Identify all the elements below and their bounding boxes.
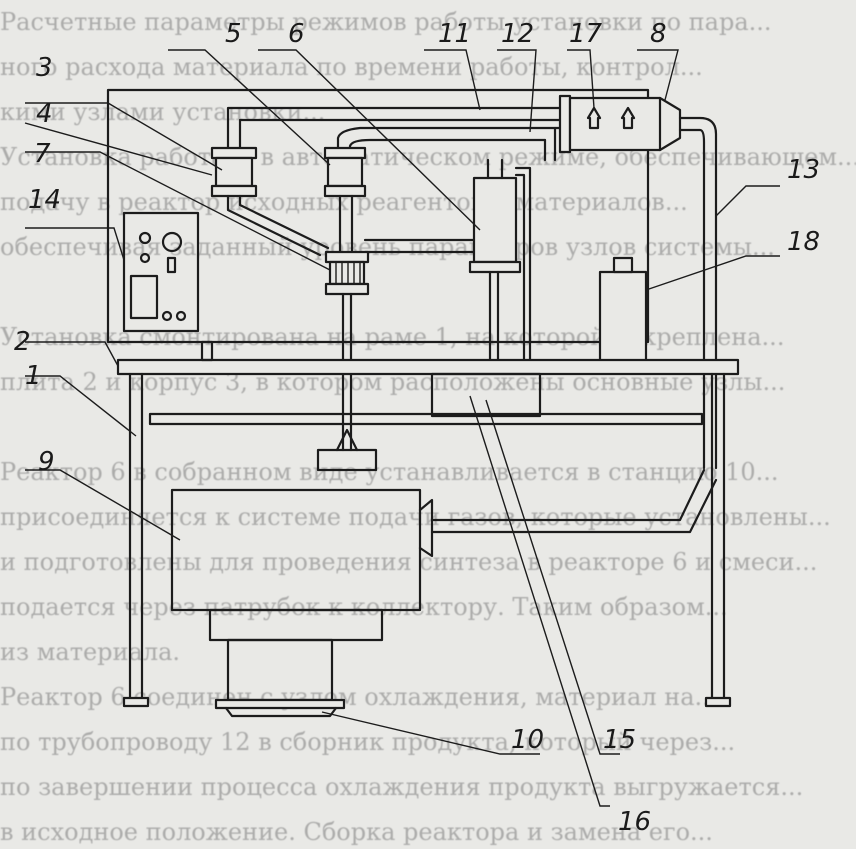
- label-5: 5: [225, 19, 242, 49]
- gas-pipes: [226, 106, 562, 162]
- reactor-6: [468, 158, 532, 362]
- station-9: [170, 428, 718, 642]
- background-text-line: в исходное положение. Сборка реактора и …: [0, 818, 713, 846]
- background-text-line: Установка работает в автоматическом режи…: [0, 143, 856, 171]
- background-text-line: подается через патрубок к коллектору. Та…: [0, 593, 728, 621]
- collector-8: [558, 94, 718, 470]
- unit-10: [214, 638, 346, 718]
- label-15: 15: [603, 725, 636, 755]
- label-6: 6: [288, 19, 305, 49]
- filter-5: [323, 146, 367, 257]
- label-11: 11: [438, 19, 471, 49]
- label-12: 12: [501, 19, 534, 49]
- background-text-line: обеспечивая заданный уровень параметров …: [0, 233, 775, 261]
- label-4: 4: [36, 99, 53, 129]
- label-10: 10: [511, 725, 544, 755]
- unit-18: [598, 256, 648, 364]
- label-18: 18: [787, 227, 820, 257]
- background-text-line: Установка смонтирована на раме 1, на кот…: [0, 323, 785, 351]
- filter-4: [210, 146, 330, 257]
- label-8: 8: [650, 19, 667, 49]
- mixer-7: [324, 250, 370, 452]
- background-text-line: Расчетные параметры режимов работы устан…: [0, 8, 772, 36]
- part-numbers: 2 1 3 4 7 14 5 6 11 12 17 8 13 18 9 10 1…: [14, 19, 820, 837]
- background-text-line: по завершении процесса охлаждения продук…: [0, 773, 804, 801]
- label-2: 2: [14, 327, 31, 357]
- label-17: 17: [569, 19, 603, 49]
- housing-panel: [106, 88, 650, 344]
- plate-2: [116, 358, 740, 376]
- background-text-line: Реактор 6 соединен с узлом охлаждения, м…: [0, 683, 718, 711]
- background-text-line: по трубопроводу 12 в сборник продукта, к…: [0, 728, 736, 756]
- bath-15: [430, 372, 542, 418]
- label-3: 3: [36, 53, 53, 83]
- background-text-line: ного расхода материала по времени работы…: [0, 53, 703, 81]
- label-7: 7: [34, 139, 51, 169]
- leader-lines: [24, 49, 780, 807]
- background-text-line: из материала.: [0, 638, 181, 666]
- label-1: 1: [25, 361, 42, 391]
- label-9: 9: [38, 447, 55, 477]
- background-text-line: и подготовлены для проведения синтеза в …: [0, 548, 818, 576]
- control-box: [122, 211, 200, 333]
- label-13: 13: [787, 155, 820, 185]
- label-14: 14: [28, 185, 61, 215]
- label-16: 16: [618, 807, 651, 837]
- frame-1: [122, 340, 732, 708]
